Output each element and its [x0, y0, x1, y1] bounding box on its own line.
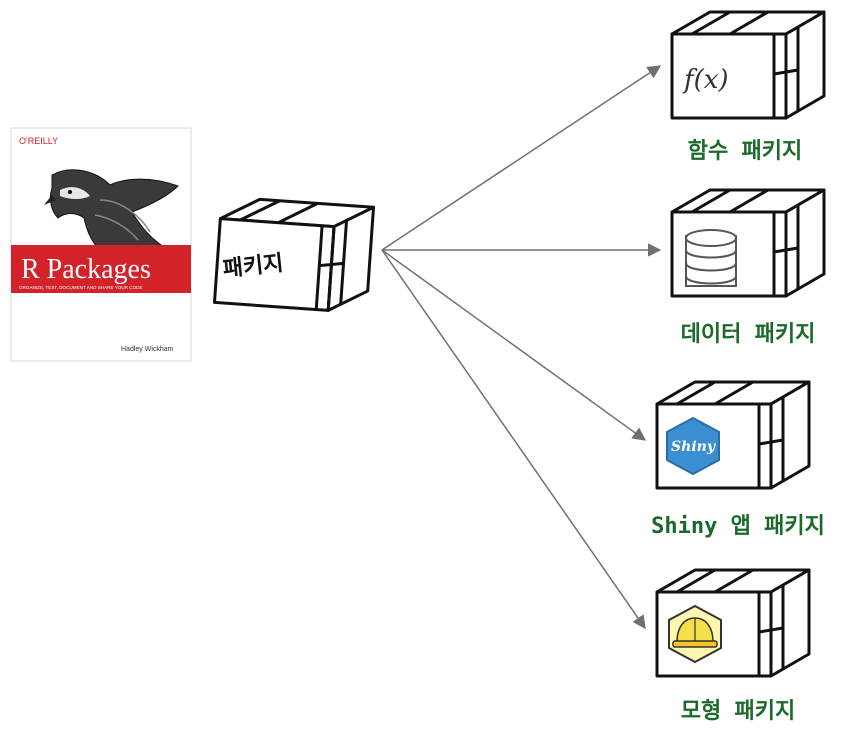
shiny-package-label: Shiny 앱 패키지 [651, 514, 825, 539]
shiny-package-box: Shiny [655, 380, 811, 490]
central-package-box: 패키지 [212, 195, 376, 315]
book-publisher: O'REILLY [19, 136, 58, 146]
function-fx-icon: f(x) [682, 65, 729, 95]
function-package-label: 함수 패키지 [688, 139, 802, 164]
book-title: R Packages [21, 254, 151, 285]
book-author: Hadley Wickham [121, 346, 174, 353]
arrows [381, 65, 662, 630]
data-package-box [670, 188, 826, 298]
model-package-box [655, 568, 811, 678]
book-title-band [11, 245, 191, 293]
shiny-hex-logo-icon: Shiny [666, 416, 720, 476]
book-cover: O'REILLY R Packages ORGANIZE, TEST, DOCU… [10, 127, 192, 362]
data-package-label: 데이터 패키지 [681, 322, 816, 347]
book-subtitle: ORGANIZE, TEST, DOCUMENT AND SHARE YOUR … [19, 285, 143, 290]
function-package-box: f(x) [670, 10, 826, 120]
arrow-to-shiny-package [381, 249, 647, 441]
model-package-label: 모형 패키지 [681, 699, 795, 724]
svg-text:f(x): f(x) [682, 65, 729, 95]
arrow-to-model-package [381, 249, 646, 630]
svg-text:Shiny: Shiny [671, 439, 716, 455]
hardhat-hex-logo-icon [668, 604, 722, 664]
database-icon [685, 229, 737, 287]
arrow-to-function-package [381, 65, 662, 251]
